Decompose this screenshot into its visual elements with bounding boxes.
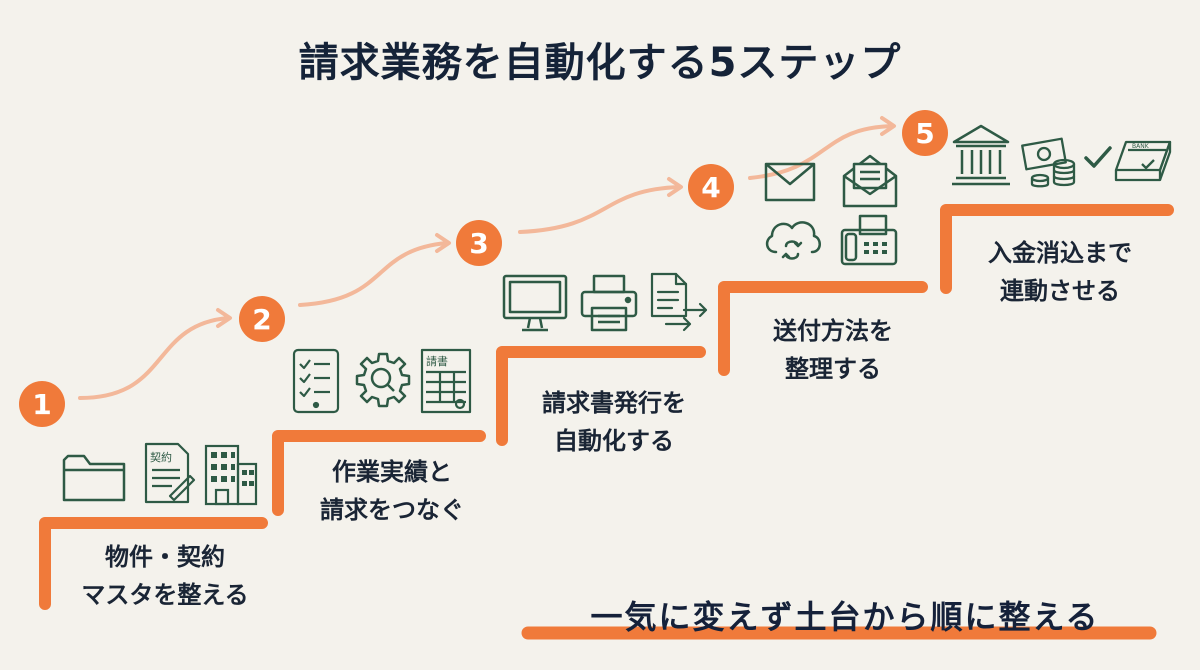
step-label-5: 入金消込まで 連動させる [950,234,1170,310]
contract-icon-text: 契約 [150,450,172,464]
step-label-3-line2: 自動化する [554,427,674,455]
bank-building-icon [950,122,1012,188]
flow-arrow-3-4-head [667,177,683,197]
step-label-2-line2: 請求をつなぐ [320,496,464,524]
envelope-icon [762,160,818,204]
stair-step-4 [718,281,928,376]
office-building-icon [200,440,262,508]
invoice-document-icon: 請書 [418,346,474,416]
computer-monitor-icon [500,272,570,334]
page-title: 請求業務を自動化する5ステップ [298,40,902,86]
document-send-icon [646,270,712,336]
invoice-icon-text: 請書 [426,354,448,368]
step-label-1-line1: 物件・契約 [105,543,225,571]
step-badge-4: 4 [688,164,734,210]
step-label-4-line2: 整理する [785,355,881,383]
stair-step-3 [496,346,706,446]
flow-arrow-1-2-head [216,308,232,328]
step-label-4: 送付方法を 整理する [728,312,938,388]
cash-coins-icon [1020,134,1080,190]
step-label-5-line1: 入金消込まで [988,239,1132,267]
bankbook-icon-text: BANK [1132,143,1150,150]
bankbook-card-icon: BANK [1112,130,1174,186]
step-label-5-line2: 連動させる [1000,277,1120,305]
stair-step-5 [940,204,1174,294]
step-label-3: 請求書発行を 自動化する [504,384,724,460]
flow-arrow-3-4 [518,185,681,234]
footer-tagline: 一気に変えず土台から順に整える [590,598,1100,636]
flow-arrow-4-5-head [880,116,896,136]
flow-arrow-4-5 [748,124,894,180]
step-badge-3: 3 [456,220,502,266]
contract-icon: 契約 [140,440,196,508]
step-label-1: 物件・契約 マスタを整える [45,538,285,614]
flow-arrow-2-3 [298,241,449,307]
step-label-2: 作業実績と 請求をつなぐ [282,453,502,529]
step-label-1-line2: マスタを整える [81,581,249,609]
step-badge-1: 1 [19,381,65,427]
checklist-tablet-icon [290,346,342,416]
fax-machine-icon [838,212,900,268]
step-label-4-line1: 送付方法を [773,317,893,345]
step-badge-5: 5 [902,110,948,156]
stair-step-2 [272,430,486,516]
flow-arrow-1-2 [78,316,230,400]
flow-arrow-2-3-head [435,233,451,253]
folder-icon [60,448,130,506]
checkmark-icon [1082,142,1114,172]
step-label-3-line1: 請求書発行を [542,389,686,417]
cloud-sync-icon [760,212,826,268]
step-label-2-line1: 作業実績と [332,458,452,486]
stair-step-1 [39,517,268,610]
gear-search-icon [353,350,413,410]
step-badge-2: 2 [239,296,285,342]
printer-icon [578,272,640,334]
open-mail-icon [840,152,900,210]
